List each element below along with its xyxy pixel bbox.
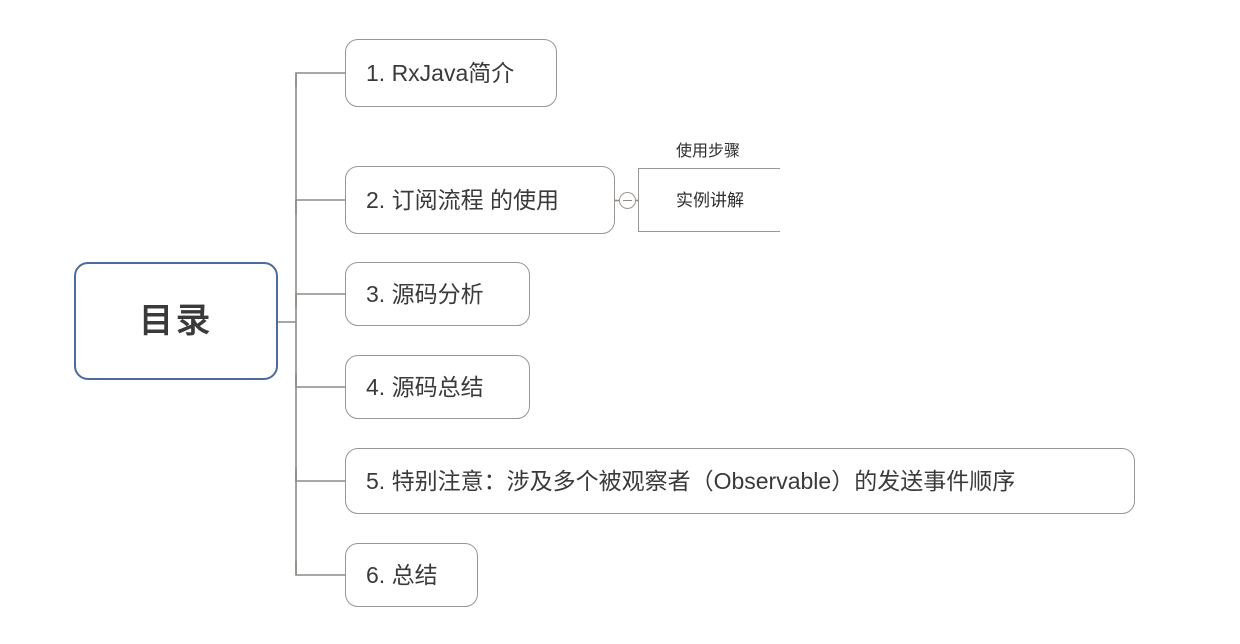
sub-branch-group <box>638 168 780 232</box>
branch-node-1[interactable]: 1. RxJava简介 <box>345 39 557 107</box>
branch-node-4[interactable]: 4. 源码总结 <box>345 355 530 419</box>
branch-node-2[interactable]: 2. 订阅流程 的使用 <box>345 166 615 234</box>
branch-node-label: 3. 源码分析 <box>366 280 484 307</box>
branch-connector-5 <box>295 467 345 482</box>
branch-node-label: 4. 源码总结 <box>366 373 484 400</box>
branch-node-label: 5. 特别注意：涉及多个被观察者（Observable）的发送事件顺序 <box>366 467 1016 494</box>
root-node-label: 目录 <box>139 302 213 340</box>
branch-node-label: 2. 订阅流程 的使用 <box>366 186 559 213</box>
branch-connector-1 <box>295 72 345 87</box>
branch-node-6[interactable]: 6. 总结 <box>345 543 478 607</box>
branch-connector-3 <box>295 293 345 308</box>
branch-node-3[interactable]: 3. 源码分析 <box>345 262 530 326</box>
branch-node-5[interactable]: 5. 特别注意：涉及多个被观察者（Observable）的发送事件顺序 <box>345 448 1135 514</box>
branch-node-label: 1. RxJava简介 <box>366 59 515 86</box>
sub-branch-item[interactable]: 使用步骤 <box>676 143 741 160</box>
branch-connector-2 <box>295 199 345 214</box>
minus-circle-icon[interactable] <box>619 192 636 209</box>
branch-connector-6 <box>295 561 345 576</box>
sub-branch-item[interactable]: 实例讲解 <box>676 191 744 210</box>
root-node[interactable]: 目录 <box>74 262 278 380</box>
branch-connector-4 <box>295 373 345 388</box>
branch-node-label: 6. 总结 <box>366 561 438 588</box>
